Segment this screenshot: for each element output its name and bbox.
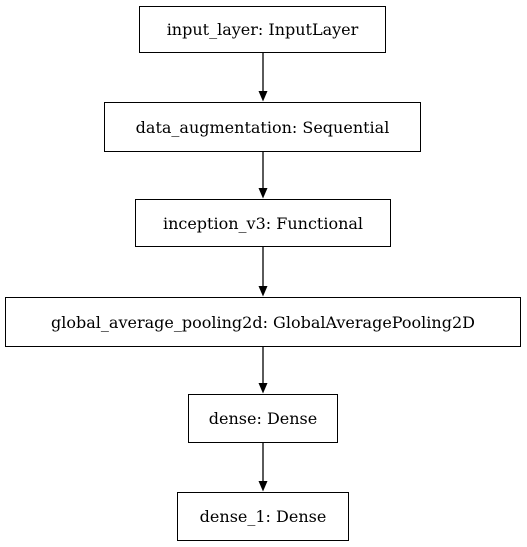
arrowhead-icon — [258, 286, 268, 297]
node-inception-v3: inception_v3: Functional — [135, 199, 391, 247]
node-label: dense_1: Dense — [199, 507, 327, 526]
node-label: input_layer: InputLayer — [166, 20, 359, 39]
node-label: inception_v3: Functional — [162, 213, 364, 233]
node-dense-1: dense_1: Dense — [177, 492, 349, 541]
node-label: global_average_pooling2d: GlobalAverageP… — [51, 312, 475, 332]
arrowhead-icon — [258, 91, 268, 102]
node-dense: dense: Dense — [188, 394, 338, 443]
node-label: data_augmentation: Sequential — [135, 117, 390, 137]
arrowhead-icon — [258, 188, 268, 199]
node-label: dense: Dense — [208, 409, 318, 428]
arrowhead-icon — [258, 383, 268, 394]
arrowhead-icon — [258, 481, 268, 492]
node-data-augmentation: data_augmentation: Sequential — [104, 102, 421, 152]
node-global-average-pooling2d: global_average_pooling2d: GlobalAverageP… — [5, 297, 521, 347]
node-input-layer: input_layer: InputLayer — [139, 6, 386, 53]
